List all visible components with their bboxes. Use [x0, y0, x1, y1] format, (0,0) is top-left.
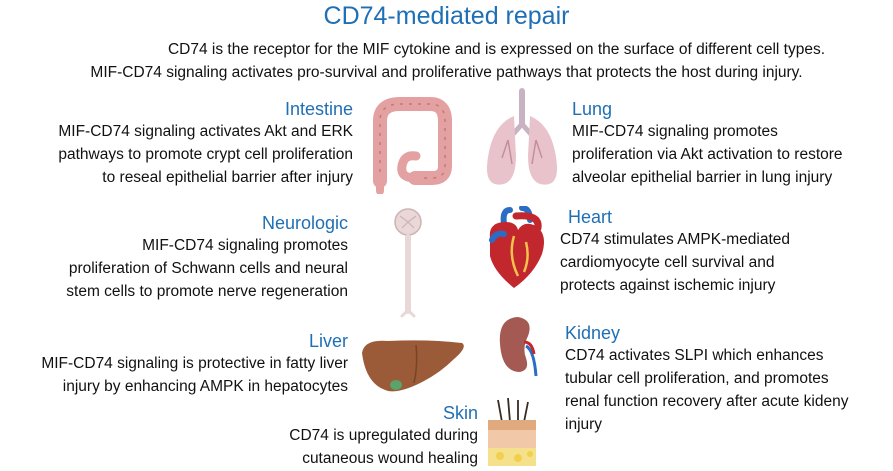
page-title: CD74-mediated repair — [323, 2, 570, 30]
neuron-icon — [394, 208, 422, 318]
neurologic-line-3: stem cells to promote nerve regeneration — [66, 283, 348, 300]
lung-icon — [486, 88, 558, 185]
lung-heading: Lung — [572, 99, 613, 119]
intestine-line-2: pathways to promote crypt cell prolifera… — [58, 146, 353, 163]
kidney-line-4: injury — [565, 416, 603, 433]
kidney-line-1: CD74 activates SLPI which enhances — [565, 347, 824, 364]
kidney-heading: Kidney — [565, 323, 621, 343]
liver-line-2: injury by enhancing AMPK in hepatocytes — [62, 378, 348, 395]
neurologic-section: Neurologic MIF-CD74 signaling promotes p… — [8, 212, 348, 303]
lung-line-3: alveolar epithelial barrier in lung inju… — [572, 169, 833, 186]
heart-heading: Heart — [568, 207, 613, 227]
kidney-line-2: tubular cell proliferation, and promotes — [565, 370, 829, 387]
intestine-section: Intestine MIF-CD74 signaling activates A… — [0, 98, 353, 189]
intro-line-1: CD74 is the receptor for the MIF cytokin… — [167, 41, 826, 58]
kidney-line-3: renal function recovery after acute kide… — [565, 393, 849, 410]
skin-line-1: CD74 is upregulated during — [289, 427, 478, 444]
liver-line-1: MIF-CD74 signaling is protective in fatt… — [41, 355, 348, 372]
heart-section: Heart CD74 stimulates AMPK-mediated card… — [560, 206, 880, 297]
heart-line-3: protects against ischemic injury — [560, 277, 776, 294]
kidney-section: Kidney CD74 activates SLPI which enhance… — [565, 322, 885, 436]
intestine-line-1: MIF-CD74 signaling activates Akt and ERK — [58, 123, 353, 140]
liver-section: Liver MIF-CD74 signaling is protective i… — [0, 330, 348, 398]
neurologic-heading: Neurologic — [261, 213, 348, 233]
heart-line-2: cardiomyocyte cell survival and — [560, 254, 775, 271]
intro-line-2: MIF-CD74 signaling activates pro-surviva… — [90, 64, 803, 81]
lung-line-1: MIF-CD74 signaling promotes — [572, 123, 778, 140]
intro-text: CD74 is the receptor for the MIF cytokin… — [0, 38, 893, 84]
liver-icon — [362, 340, 464, 392]
kidney-icon — [499, 317, 538, 377]
lung-section: Lung MIF-CD74 signaling promotes prolife… — [572, 98, 892, 189]
skin-line-2: cutaneous wound healing — [302, 450, 478, 467]
intestine-icon — [373, 97, 452, 194]
intestine-line-3: to reseal epithelial barrier after injur… — [102, 169, 353, 186]
neurologic-line-2: proliferation of Schwann cells and neura… — [68, 260, 348, 277]
heart-icon — [489, 206, 544, 288]
heart-line-1: CD74 stimulates AMPK-mediated — [560, 231, 791, 248]
lung-line-2: proliferation via Akt activation to rest… — [572, 146, 843, 163]
skin-heading: Skin — [442, 403, 478, 423]
skin-section: Skin CD74 is upregulated during cutaneou… — [198, 402, 478, 470]
liver-heading: Liver — [308, 331, 348, 351]
intestine-heading: Intestine — [284, 99, 353, 119]
skin-icon — [488, 398, 536, 466]
neurologic-line-1: MIF-CD74 signaling promotes — [142, 237, 348, 254]
